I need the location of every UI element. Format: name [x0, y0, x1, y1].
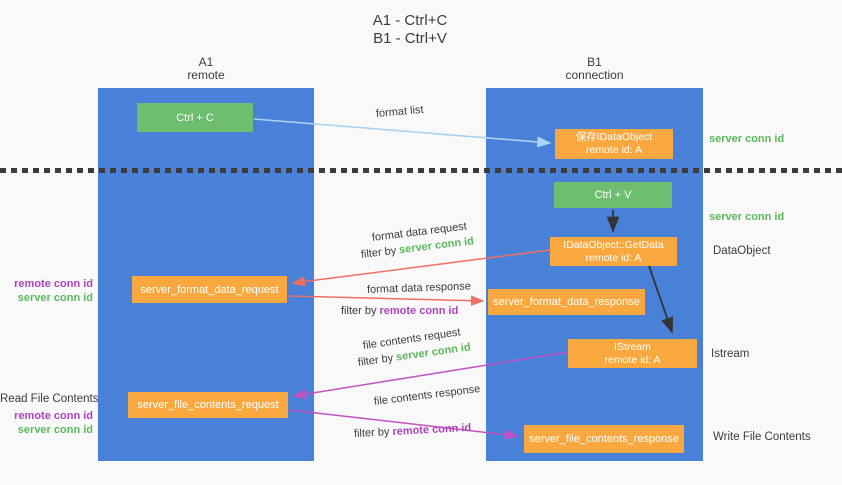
title-line-1: A1 - Ctrl+C: [372, 12, 448, 29]
node-file-request-label: server_file_contents_request: [137, 399, 279, 411]
dotted-separator: [0, 168, 842, 173]
node-server-format-data-response: server_format_data_response: [488, 289, 645, 315]
node-server-format-data-request: server_format_data_request: [132, 276, 287, 303]
remote-conn-id-text: remote conn id: [392, 421, 472, 438]
node-server-file-contents-request: server_file_contents_request: [128, 392, 288, 418]
arrow-format-data-response: [288, 295, 485, 306]
annotation-read-file-contents-block: Read File Contents remote conn id server…: [0, 392, 99, 437]
annotation-remote-conn-id: remote conn id: [14, 278, 93, 290]
title-line-2: B1 - Ctrl+V: [373, 30, 447, 47]
annotation-server-conn-id: server conn id: [17, 424, 93, 436]
node-format-request-label: server_format_data_request: [140, 283, 279, 296]
column-a1-name: A1: [198, 55, 214, 69]
column-header-b1: B1 connection: [486, 56, 703, 82]
annotation-read-file-contents: Read File Contents: [0, 393, 99, 405]
annotation-server-conn-id-save: server conn id: [709, 133, 785, 145]
node-save-idataobject-line1: 保存IDataObject: [575, 131, 653, 143]
edge-label-format-list: format list: [375, 103, 425, 120]
annotation-dataobject: DataObject: [713, 245, 771, 257]
node-idataobject-getdata: IDataObject::GetData remote id: A: [550, 237, 677, 266]
column-a1-role: remote: [187, 68, 225, 82]
filter-by-text: filter by: [357, 352, 394, 369]
node-server-file-contents-response: server_file_contents_response: [524, 425, 684, 453]
diagram-title: A1 - Ctrl+C B1 - Ctrl+V: [0, 12, 820, 48]
edge-label-file-contents-response: file contents response: [373, 383, 481, 408]
filter-by-text: filter by: [353, 426, 390, 440]
filter-by-text: filter by: [360, 244, 397, 261]
annotation-format-conn-ids: remote conn id server conn id: [0, 277, 93, 305]
annotation-write-file-contents: Write File Contents: [713, 431, 811, 443]
node-istream-line1: IStream: [614, 340, 651, 353]
node-ctrl-v-label: Ctrl + V: [594, 189, 632, 201]
remote-conn-id-text: remote conn id: [379, 305, 459, 317]
node-ctrl-c: Ctrl + C: [137, 103, 253, 132]
node-save-idataobject-line2: remote id: A: [585, 144, 643, 156]
node-getdata-line2: remote id: A: [585, 251, 642, 264]
column-header-a1: A1 remote: [98, 56, 314, 82]
filter-by-text: filter by: [341, 305, 377, 317]
column-b1-name: B1: [587, 55, 602, 69]
node-format-response-label: server_format_data_response: [493, 296, 640, 308]
annotation-server-conn-id: server conn id: [17, 292, 93, 304]
annotation-istream: Istream: [711, 348, 750, 360]
annotation-remote-conn-id: remote conn id: [14, 410, 93, 422]
node-ctrl-c-label: Ctrl + C: [176, 111, 214, 124]
edge-label-format-data-response: format data response: [366, 280, 472, 296]
node-file-response-label: server_file_contents_response: [529, 433, 679, 445]
node-save-idataobject: 保存IDataObject remote id: A: [555, 129, 673, 159]
annotation-server-conn-id-paste: server conn id: [709, 211, 785, 223]
column-b1-role: connection: [565, 68, 624, 82]
node-istream-line2: remote id: A: [604, 353, 661, 366]
node-ctrl-v: Ctrl + V: [554, 182, 672, 208]
node-istream: IStream remote id: A: [568, 339, 697, 368]
node-getdata-line1: IDataObject::GetData: [563, 238, 664, 251]
